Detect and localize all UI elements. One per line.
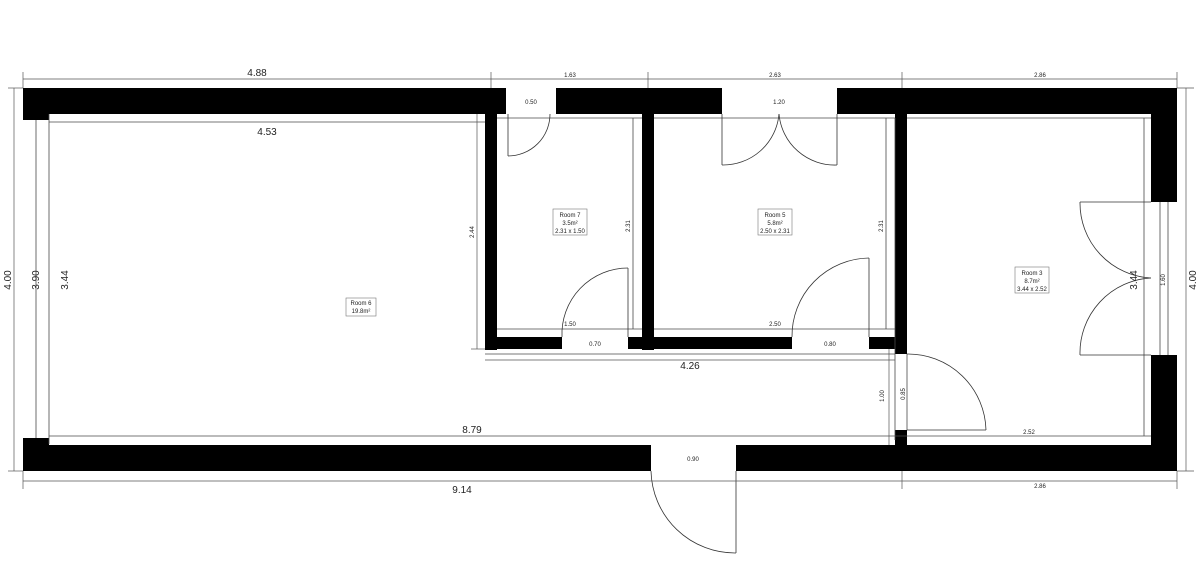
room-label-room5: Room 5 5.8m² 2.50 x 2.31 bbox=[757, 208, 793, 236]
doors bbox=[507, 113, 1152, 554]
dim-vert-b: 0.85 bbox=[901, 388, 907, 400]
dim-left-mid: 3.90 bbox=[31, 270, 42, 290]
wall-bottom-left bbox=[23, 445, 651, 471]
wall-room5-room3 bbox=[895, 110, 907, 354]
room-label-room3: Room 3 8.7m² 3.44 x 2.52 bbox=[1014, 266, 1050, 294]
room7-size: 2.31 x 1.50 bbox=[555, 229, 585, 235]
wall-left-bottom bbox=[23, 438, 49, 471]
dim-room7-height: 2.44 bbox=[470, 226, 476, 238]
dim-room7-side: 2.31 bbox=[626, 220, 632, 232]
room5-size: 2.50 x 2.31 bbox=[760, 229, 790, 235]
wall-top-right bbox=[837, 88, 1177, 114]
wall-room3-lower bbox=[895, 430, 907, 450]
dim-room3-height: 3.44 bbox=[1129, 270, 1140, 290]
dim-door-room7: 0.50 bbox=[525, 100, 537, 106]
room3-name: Room 3 bbox=[1021, 271, 1043, 277]
room-label-room7: Room 7 3.5m² 2.31 x 1.50 bbox=[552, 208, 588, 236]
room6-name: Room 6 bbox=[350, 301, 372, 307]
dim-inner-bottom: 8.79 bbox=[462, 425, 482, 436]
dim-vert-a: 1.00 bbox=[880, 390, 886, 402]
inner-lines bbox=[35, 114, 1169, 444]
dim-top-mid1: 1.63 bbox=[564, 73, 576, 79]
door-room3-exterior bbox=[1079, 201, 1152, 356]
dim-bottom-right: 2.86 bbox=[1034, 484, 1046, 490]
room6-area: 19.8m² bbox=[352, 309, 371, 315]
dim-right-window: 1.60 bbox=[1161, 274, 1167, 286]
room3-area: 8.7m² bbox=[1024, 279, 1039, 285]
dim-room5-width: 2.50 bbox=[769, 322, 781, 328]
door-room5-top bbox=[721, 113, 838, 166]
door-entrance bbox=[650, 470, 737, 554]
wall-r7-r5-bottom bbox=[628, 337, 792, 349]
wall-left-top bbox=[23, 88, 49, 120]
dim-left-outer: 4.00 bbox=[3, 270, 14, 290]
dim-bottom-total: 9.14 bbox=[452, 485, 472, 496]
door-room3-corridor bbox=[906, 353, 987, 431]
door-room7-top bbox=[507, 113, 551, 157]
room5-area: 5.8m² bbox=[767, 221, 782, 227]
dimension-lines bbox=[8, 72, 1194, 489]
door-room7-bottom bbox=[561, 267, 629, 338]
room3-size: 3.44 x 2.52 bbox=[1017, 287, 1047, 293]
wall-room7-left bbox=[485, 110, 497, 350]
wall-room7-bottom bbox=[485, 337, 562, 349]
room7-area: 3.5m² bbox=[562, 221, 577, 227]
room-label-room6: Room 6 19.8m² bbox=[345, 297, 377, 317]
wall-top-left bbox=[23, 88, 506, 114]
dim-room3-width: 2.52 bbox=[1023, 430, 1035, 436]
dim-room5-side: 2.31 bbox=[879, 220, 885, 232]
walls bbox=[23, 88, 1177, 471]
wall-bottom-right bbox=[736, 445, 1177, 471]
dim-top-right: 2.86 bbox=[1034, 73, 1046, 79]
dim-right-outer: 4.00 bbox=[1188, 270, 1199, 290]
dim-door-room5: 1.20 bbox=[773, 100, 785, 106]
wall-room5-bottom-right bbox=[869, 337, 907, 349]
wall-right-bottom bbox=[1151, 355, 1177, 471]
dim-inner-top: 4.53 bbox=[257, 127, 277, 138]
room5-name: Room 5 bbox=[764, 213, 786, 219]
dim-entrance: 0.90 bbox=[687, 457, 699, 463]
wall-right-top bbox=[1151, 88, 1177, 202]
dim-room7-width: 1.50 bbox=[564, 322, 576, 328]
dim-room7-door: 0.70 bbox=[589, 342, 601, 348]
dim-top-mid2: 2.63 bbox=[769, 73, 781, 79]
door-room5-bottom bbox=[791, 257, 870, 338]
dim-corridor: 4.26 bbox=[680, 361, 700, 372]
dim-room5-door: 0.80 bbox=[824, 342, 836, 348]
dim-top-left: 4.88 bbox=[247, 68, 267, 79]
dimension-labels: 4.88 1.63 2.63 2.86 0.50 1.20 4.53 4.00 … bbox=[3, 68, 1199, 496]
wall-top-mid bbox=[556, 88, 722, 114]
room7-name: Room 7 bbox=[559, 213, 581, 219]
dim-left-inner: 3.44 bbox=[60, 270, 71, 290]
wall-room7-room5 bbox=[642, 110, 654, 350]
